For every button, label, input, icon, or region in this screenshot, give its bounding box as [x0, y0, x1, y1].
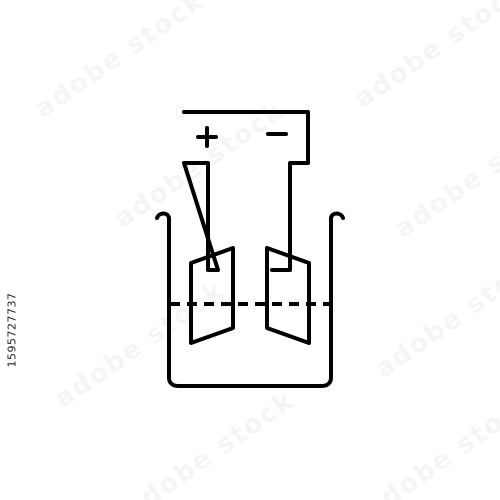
- left-electrode-plate: [189, 246, 235, 345]
- image-id-label: 1595727737: [4, 250, 20, 410]
- right-electrode-plate: [265, 246, 311, 345]
- image-id-text: 1595727737: [5, 292, 19, 368]
- beaker-outline: [155, 211, 345, 388]
- battery-terminal-outline: [182, 110, 310, 272]
